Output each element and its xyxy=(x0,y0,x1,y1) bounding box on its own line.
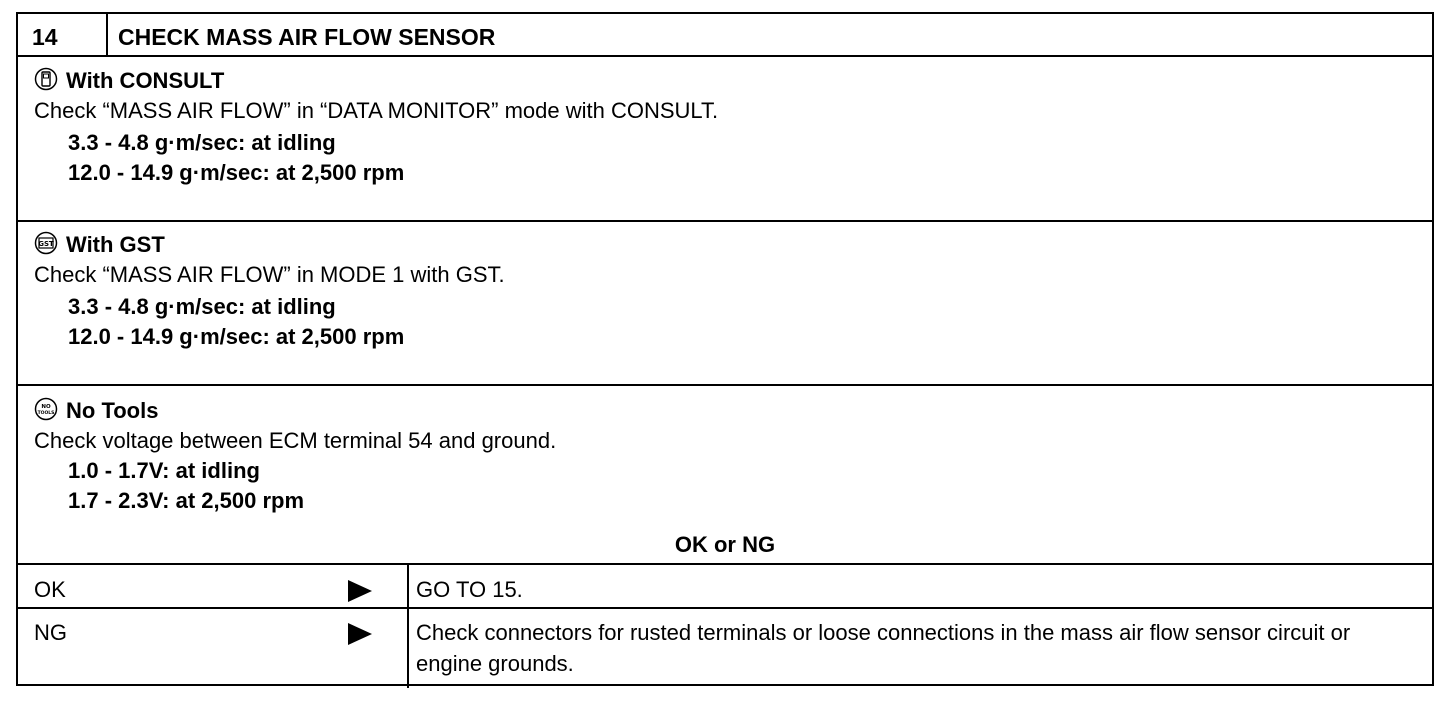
consult-heading: With CONSULT xyxy=(66,68,225,93)
notools-instruction: Check voltage between ECM terminal 54 an… xyxy=(34,428,557,453)
ng-arrow-icon xyxy=(348,623,372,645)
notools-spec-idle: 1.0 - 1.7V: at idling xyxy=(68,458,260,483)
ok-separator xyxy=(18,607,1432,609)
header-divider xyxy=(106,14,108,57)
consult-separator xyxy=(18,220,1432,222)
ok-action: GO TO 15. xyxy=(416,577,523,602)
consult-instruction: Check “MASS AIR FLOW” in “DATA MONITOR” … xyxy=(34,98,719,123)
header-separator xyxy=(18,55,1432,57)
svg-text:GST: GST xyxy=(38,240,54,248)
consult-tool-icon xyxy=(34,67,58,91)
ok-label: OK xyxy=(34,577,66,602)
ng-action: Check connectors for rusted terminals or… xyxy=(416,620,1351,676)
ng-label: NG xyxy=(34,620,67,645)
step-title: CHECK MASS AIR FLOW SENSOR xyxy=(118,24,496,50)
consult-heading-row: With CONSULT xyxy=(34,66,224,96)
notools-spec-2500: 1.7 - 2.3V: at 2,500 rpm xyxy=(68,488,305,513)
no-tools-icon: NO TOOLS xyxy=(34,397,58,421)
svg-text:TOOLS: TOOLS xyxy=(38,410,55,416)
gst-spec-2500: 12.0 - 14.9 g·m/sec: at 2,500 rpm xyxy=(68,324,405,349)
procedure-table: 14 CHECK MASS AIR FLOW SENSOR With CONSU… xyxy=(16,12,1434,688)
gst-heading-row: GST With GST xyxy=(34,230,165,260)
ok-arrow-icon xyxy=(348,580,372,602)
gst-instruction: Check “MASS AIR FLOW” in MODE 1 with GST… xyxy=(34,262,505,287)
prompt-separator xyxy=(18,563,1432,565)
step-number: 14 xyxy=(32,24,58,50)
result-divider xyxy=(407,563,409,688)
gst-heading: With GST xyxy=(66,232,165,257)
gst-separator xyxy=(18,384,1432,386)
gst-spec-idle: 3.3 - 4.8 g·m/sec: at idling xyxy=(68,294,336,319)
notools-heading: No Tools xyxy=(66,398,159,423)
notools-heading-row: NO TOOLS No Tools xyxy=(34,396,158,426)
gst-tool-icon: GST xyxy=(34,231,58,255)
result-prompt: OK or NG xyxy=(674,532,776,557)
consult-spec-idle: 3.3 - 4.8 g·m/sec: at idling xyxy=(68,130,336,155)
consult-spec-2500: 12.0 - 14.9 g·m/sec: at 2,500 rpm xyxy=(68,160,405,185)
svg-text:NO: NO xyxy=(41,404,51,410)
